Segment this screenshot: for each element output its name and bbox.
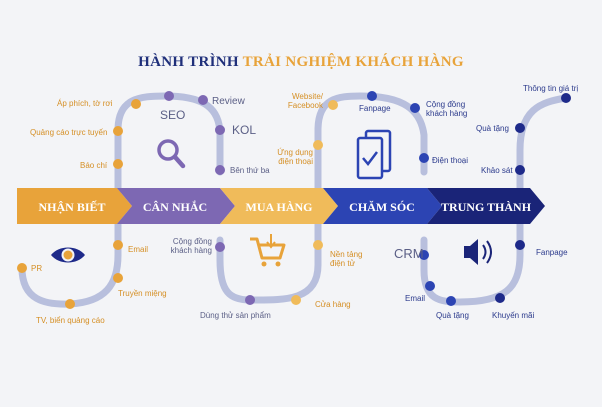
label-seo: SEO — [160, 108, 186, 122]
dot-bao-chi — [113, 159, 123, 169]
track-segment-consideration — [216, 92, 428, 304]
label-qua-tang-2: Quà tặng — [476, 124, 509, 133]
label-dung-thu: Dùng thử sản phẩm — [200, 311, 271, 320]
stage-label-4: CHĂM SÓC — [349, 200, 415, 214]
stage-arrow-3 — [220, 188, 338, 224]
dot-review — [198, 95, 208, 105]
dot-dung-thu — [245, 295, 255, 305]
stage-arrow-5 — [427, 188, 545, 224]
touchpoint-dots — [17, 91, 571, 309]
label-dien-thoai: Điện thoại — [432, 156, 469, 165]
dot-fanpage-2 — [515, 240, 525, 250]
label-website: Website/ Facebook — [287, 92, 323, 111]
dot-nen-tang — [313, 240, 323, 250]
label-ap-phich: Áp phích, tờ rơi — [57, 99, 113, 108]
eye-icon — [51, 247, 85, 263]
tablet-check-icon — [356, 129, 392, 180]
track-segment-care — [420, 94, 570, 306]
stage-label-2: CÂN NHẮC — [143, 199, 207, 214]
stage-arrows: NHẬN BIẾT CÂN NHẮC MUA HÀNG CHĂM SÓC TRU… — [17, 188, 545, 224]
stage-arrow-1 — [17, 188, 132, 224]
dot-cong-dong-2 — [410, 103, 420, 113]
dot-crm — [419, 250, 429, 260]
dot-dien-thoai — [419, 153, 429, 163]
dot-cua-hang — [291, 295, 301, 305]
dot-khao-sat — [515, 165, 525, 175]
label-ben-thu-ba: Bên thứ ba — [230, 166, 270, 175]
title-part-2: TRẢI NGHIỆM KHÁCH HÀNG — [242, 54, 464, 70]
dot-khuyen-mai — [495, 293, 505, 303]
label-khao-sat: Khảo sát — [481, 166, 513, 175]
label-qua-tang-1: Quà tặng — [436, 311, 469, 320]
label-bao-chi: Báo chí — [80, 161, 108, 170]
dot-quang-cao — [113, 126, 123, 136]
dot-pr — [17, 263, 27, 273]
dot-qua-tang-2 — [515, 123, 525, 133]
label-email-2: Email — [405, 294, 426, 303]
stage-arrow-2 — [117, 188, 235, 224]
dot-ap-phich — [131, 99, 141, 109]
magnifier-icon — [157, 139, 186, 169]
label-truyen-mieng: Truyền miệng — [118, 289, 167, 298]
label-thong-tin: Thông tin giá trị — [523, 84, 579, 93]
dot-thong-tin — [561, 93, 571, 103]
dot-tv — [65, 299, 75, 309]
label-crm: CRM — [394, 246, 424, 261]
label-cua-hang: Cửa hàng — [315, 300, 351, 309]
stage-label-3: MUA HÀNG — [246, 200, 313, 214]
label-pr: PR — [31, 264, 43, 273]
dot-kol — [215, 125, 225, 135]
dot-cong-dong-1 — [215, 242, 225, 252]
label-fanpage-2: Fanpage — [536, 248, 568, 257]
label-nen-tang: Nền tảng điện tử — [330, 250, 363, 269]
shopping-cart-icon — [250, 234, 286, 267]
dot-email-2 — [425, 281, 435, 291]
label-ung-dung: Ứng dụng điện thoại — [277, 148, 313, 167]
dot-email-1 — [113, 240, 123, 250]
speaker-icon — [464, 239, 492, 265]
diagram-title: HÀNH TRÌNH TRẢI NGHIỆM KHÁCH HÀNG — [0, 54, 602, 71]
label-cong-dong-2: Cộng đồng khách hàng — [426, 100, 468, 119]
label-cong-dong-1: Cộng đồng khách hàng — [170, 237, 212, 256]
dot-ung-dung — [313, 140, 323, 150]
dot-truyen-mieng — [113, 273, 123, 283]
label-fanpage-1: Fanpage — [359, 104, 391, 113]
label-kol: KOL — [232, 123, 257, 137]
title-part-1: HÀNH TRÌNH — [138, 54, 239, 70]
dot-website — [328, 100, 338, 110]
stage-arrow-4 — [323, 188, 442, 224]
dot-seo — [164, 91, 174, 101]
label-khuyen-mai: Khuyến mãi — [492, 311, 535, 320]
label-review: Review — [212, 96, 245, 107]
label-tv: TV, biển quảng cáo — [36, 316, 105, 325]
label-quang-cao: Quảng cáo trực tuyến — [30, 128, 108, 137]
stage-label-1: NHẬN BIẾT — [38, 199, 105, 214]
stage-label-5: TRUNG THÀNH — [441, 200, 532, 214]
dot-qua-tang-1 — [446, 296, 456, 306]
dot-fanpage-1 — [367, 91, 377, 101]
dot-ben-thu-ba — [215, 165, 225, 175]
label-email-1: Email — [128, 245, 149, 254]
